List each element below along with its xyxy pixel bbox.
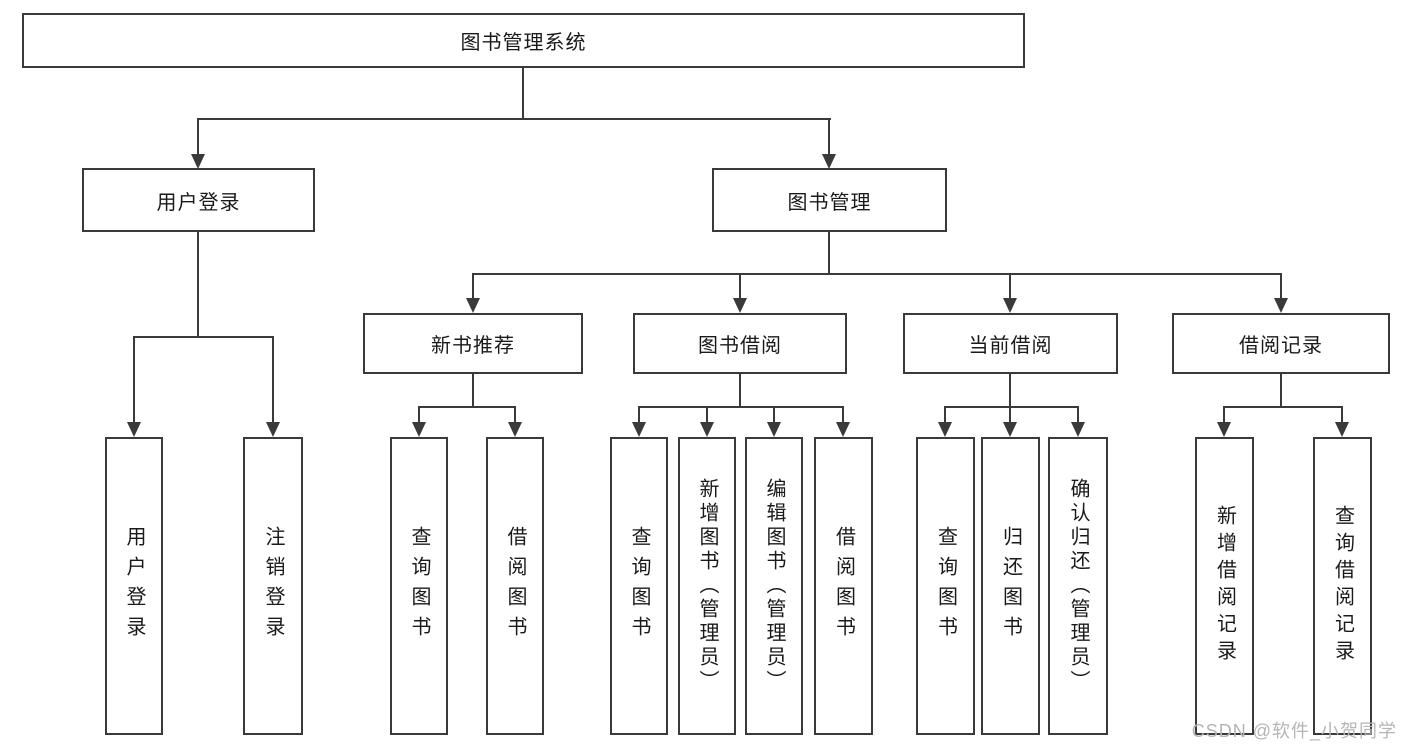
csdn-watermark: CSDN @软件_小贺同学	[1191, 721, 1397, 741]
connector-line	[133, 336, 135, 423]
node-book-borrow: 图书借阅	[633, 313, 847, 374]
node-current-borrow: 当前借阅	[903, 313, 1118, 374]
leaf-query-borrow-record: 查询借阅记录	[1313, 437, 1372, 735]
arrow-down-icon	[1274, 298, 1288, 313]
leaf-add-book-admin: 新增图书（管理员）	[678, 437, 736, 735]
leaf-user-login-label: 用户登录	[123, 526, 145, 646]
node-new-book-recommend: 新书推荐	[363, 313, 583, 374]
arrow-down-icon	[508, 422, 522, 437]
connector-line	[1077, 406, 1079, 423]
connector-line	[522, 68, 524, 118]
connector-line	[197, 118, 831, 120]
connector-line	[842, 406, 844, 423]
connector-line	[1009, 374, 1011, 406]
connector-line	[1223, 406, 1225, 423]
node-user-login: 用户登录	[82, 168, 315, 232]
connector-line	[272, 336, 274, 423]
arrow-down-icon	[822, 154, 836, 169]
leaf-add-book-admin-label: 新增图书（管理员）	[696, 478, 718, 694]
connector-line	[514, 406, 516, 423]
leaf-add-borrow-record-label: 新增借阅记录	[1213, 505, 1236, 667]
node-user-login-label: 用户登录	[156, 191, 241, 214]
connector-line	[944, 406, 1078, 408]
leaf-query-books-borrow-label: 查询图书	[628, 526, 650, 646]
leaf-query-books-current: 查询图书	[916, 437, 975, 735]
node-current-borrow-label: 当前借阅	[968, 335, 1053, 357]
leaf-edit-book-admin-label: 编辑图书（管理员）	[763, 478, 785, 694]
leaf-add-borrow-record: 新增借阅记录	[1195, 437, 1254, 735]
node-new-book-recommend-label: 新书推荐	[431, 335, 515, 357]
arrow-down-icon	[1335, 422, 1349, 437]
connector-line	[1280, 374, 1282, 406]
leaf-query-books-current-label: 查询图书	[934, 526, 957, 646]
node-book-management-label: 图书管理	[787, 191, 872, 214]
connector-line	[472, 273, 1281, 275]
leaf-logout-label: 注销登录	[262, 526, 284, 646]
leaf-query-books-recommend-label: 查询图书	[408, 526, 430, 646]
leaf-borrow-books-label: 借阅图书	[832, 526, 855, 646]
connector-line	[197, 232, 199, 336]
connector-line	[638, 406, 843, 408]
connector-line	[1280, 273, 1282, 299]
arrow-down-icon	[632, 422, 646, 437]
arrow-down-icon	[191, 154, 205, 169]
connector-line	[828, 118, 830, 156]
node-root-label: 图书管理系统	[460, 32, 587, 54]
leaf-logout: 注销登录	[243, 437, 303, 735]
connector-line	[739, 374, 741, 406]
arrow-down-icon	[938, 422, 952, 437]
arrow-down-icon	[1217, 422, 1231, 437]
connector-line	[1341, 406, 1343, 423]
connector-line	[1009, 273, 1011, 299]
connector-line	[828, 232, 830, 273]
arrow-down-icon	[1003, 298, 1017, 313]
arrow-down-icon	[266, 422, 280, 437]
arrow-down-icon	[767, 422, 781, 437]
leaf-borrow-books-recommend-label: 借阅图书	[504, 526, 526, 646]
connector-line	[773, 406, 775, 423]
arrow-down-icon	[1003, 422, 1017, 437]
leaf-return-books-label: 归还图书	[999, 526, 1022, 646]
arrow-down-icon	[466, 298, 480, 313]
node-borrow-records-label: 借阅记录	[1239, 335, 1323, 357]
arrow-down-icon	[127, 422, 141, 437]
node-root: 图书管理系统	[22, 13, 1025, 68]
leaf-return-books: 归还图书	[981, 437, 1040, 735]
connector-line	[1223, 406, 1342, 408]
connector-line	[944, 406, 946, 423]
connector-line	[418, 406, 516, 408]
leaf-query-borrow-record-label: 查询借阅记录	[1331, 505, 1354, 667]
leaf-query-books-borrow: 查询图书	[610, 437, 668, 735]
leaf-borrow-books: 借阅图书	[814, 437, 873, 735]
leaf-confirm-return-admin-label: 确认归还（管理员）	[1067, 478, 1089, 694]
leaf-confirm-return-admin: 确认归还（管理员）	[1048, 437, 1108, 735]
connector-line	[706, 406, 708, 423]
connector-line	[739, 273, 741, 299]
leaf-borrow-books-recommend: 借阅图书	[486, 437, 544, 735]
connector-line	[1009, 406, 1011, 423]
connector-line	[197, 118, 199, 156]
connector-line	[472, 374, 474, 406]
node-borrow-records: 借阅记录	[1172, 313, 1390, 374]
connector-line	[133, 336, 274, 338]
arrow-down-icon	[733, 298, 747, 313]
node-book-management: 图书管理	[712, 168, 947, 232]
connector-line	[472, 273, 474, 299]
arrow-down-icon	[836, 422, 850, 437]
leaf-query-books-recommend: 查询图书	[390, 437, 448, 735]
arrow-down-icon	[700, 422, 714, 437]
leaf-user-login: 用户登录	[105, 437, 163, 735]
connector-line	[638, 406, 640, 423]
arrow-down-icon	[412, 422, 426, 437]
arrow-down-icon	[1071, 422, 1085, 437]
connector-line	[418, 406, 420, 423]
node-book-borrow-label: 图书借阅	[698, 335, 782, 357]
leaf-edit-book-admin: 编辑图书（管理员）	[745, 437, 803, 735]
